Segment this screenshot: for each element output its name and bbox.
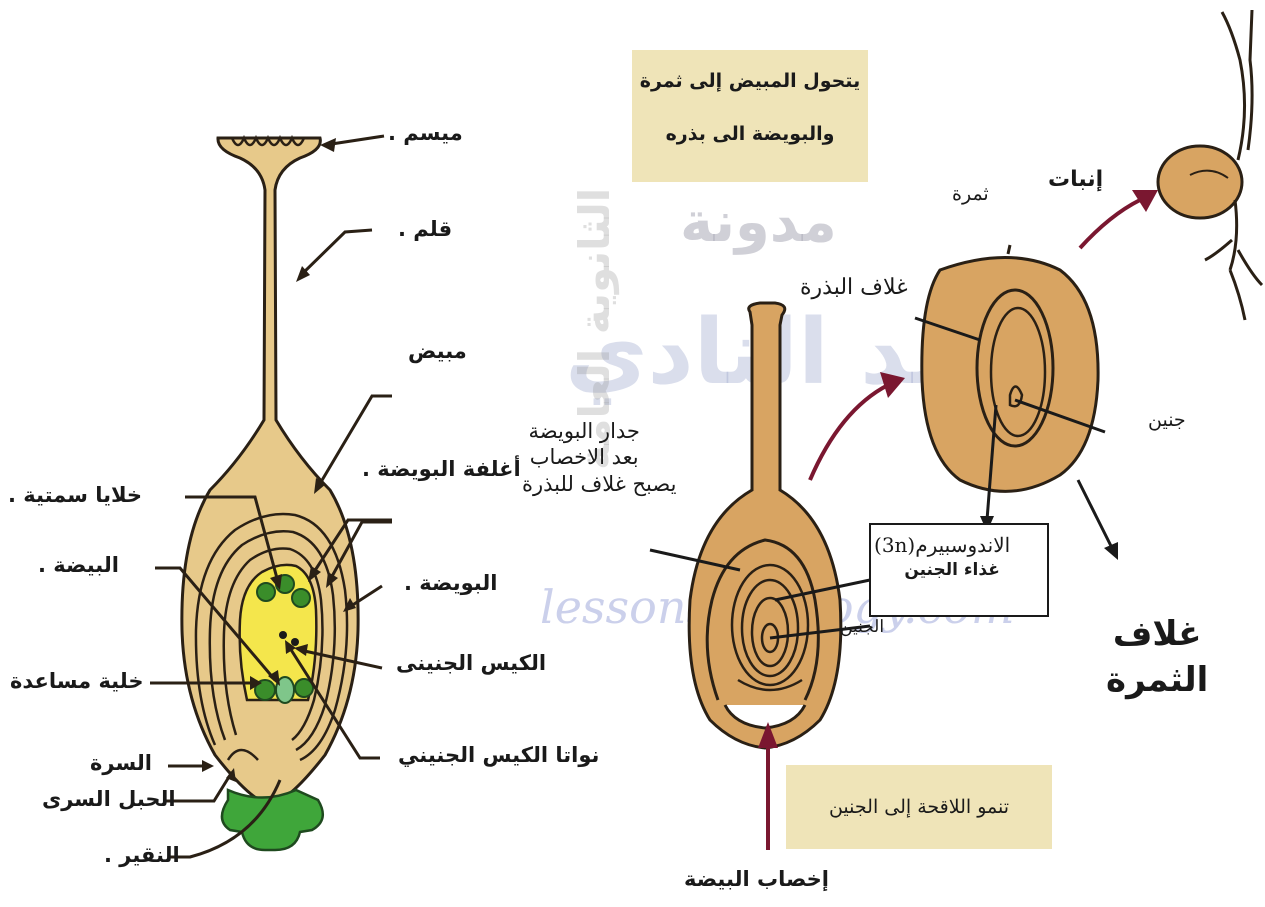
fruit-coat-line1: غلاف	[1106, 612, 1208, 658]
germinating-seed	[1158, 146, 1242, 218]
pistil-body	[182, 138, 358, 805]
polar-nucleus	[291, 638, 299, 646]
top-box-line1: يتحول المبيض إلى ثمرة	[632, 68, 868, 95]
polar-nucleus	[279, 631, 287, 639]
label-polar-nuclei: نواتا الكيس الجنيني	[398, 744, 599, 767]
ovule-wall-line1: جدار البويضة	[522, 418, 646, 444]
label-fruit: ثمرة	[952, 184, 989, 205]
antipodal-cell	[292, 589, 310, 607]
bottom-info-box: تنمو اللاقحة إلى الجنين	[786, 765, 1052, 849]
label-ovary: مبيض	[408, 340, 467, 363]
shoot	[1222, 10, 1252, 160]
ovule-wall-line2: بعد الاخصاب	[522, 444, 646, 470]
label-embryo-sac: الكيس الجنينى	[396, 652, 546, 675]
ovule-wall-line3: يصبح غلاف للبذرة	[522, 471, 676, 497]
endosperm-line2: غذاء الجنين	[894, 559, 1010, 582]
label-embryo: جنين	[1148, 410, 1186, 431]
label-ovule: البويضة .	[404, 572, 497, 595]
label-antipodal-cells: خلايا سمتية .	[8, 484, 142, 507]
label-micropyle: النقير .	[104, 844, 180, 867]
seed	[977, 290, 1053, 446]
label-hilum: السرة	[90, 752, 152, 775]
top-box-line2: والبويضة الى بذره	[632, 121, 868, 148]
label-stigma: ميسم .	[388, 122, 463, 145]
label-egg-fertilization: إخصاب البيضة	[684, 868, 829, 891]
label-germination: إنبات	[1048, 168, 1103, 192]
endosperm-line1: الاندوسبيرم(3n)	[874, 532, 1010, 559]
bottom-box-text: تنمو اللاقحة إلى الجنين	[829, 796, 1009, 818]
receptacle	[222, 790, 323, 850]
label-synergid: خلية مساعدة	[10, 670, 143, 693]
label-small-embryo: الجنين	[840, 618, 884, 637]
label-endosperm: الاندوسبيرم(3n) غذاء الجنين	[874, 532, 1010, 582]
root	[1205, 200, 1262, 320]
label-integuments: أغلفة البويضة .	[362, 458, 521, 481]
label-egg: البيضة .	[38, 554, 119, 577]
label-style: قلم .	[398, 218, 452, 241]
top-info-box: يتحول المبيض إلى ثمرة والبويضة الى بذره	[632, 50, 868, 182]
label-ovule-wall: جدار البويضة بعد الاخصاب يصبح غلاف للبذر…	[522, 418, 676, 497]
fruit-coat-line2: الثمرة	[1106, 658, 1208, 704]
antipodal-cell	[257, 583, 275, 601]
label-funicle: الحبل السرى	[42, 788, 176, 811]
label-fruit-coat: غلاف الثمرة	[1106, 612, 1208, 704]
label-seed-coat: غلاف البذرة	[800, 276, 908, 300]
